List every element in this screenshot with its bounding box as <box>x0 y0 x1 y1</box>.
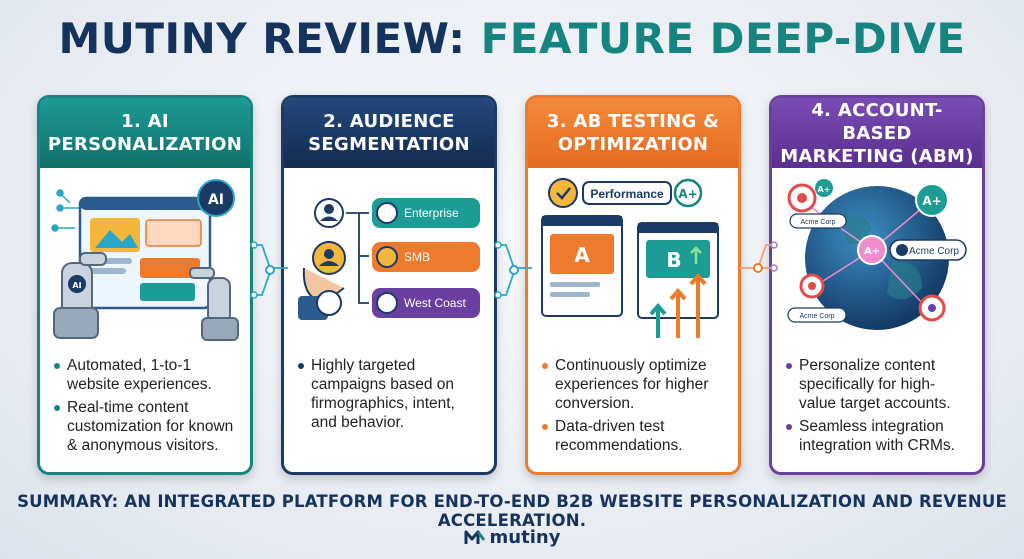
ai-badge-label: AI <box>208 192 224 208</box>
card-heading: 3. AB TESTING & OPTIMIZATION <box>528 98 738 168</box>
account-label: Acme Corp <box>800 219 835 226</box>
connector-2-3 <box>494 241 532 299</box>
title-part-1: MUTINY REVIEW: <box>58 14 466 63</box>
page-title: MUTINY REVIEW: FEATURE DEEP-DIVE <box>0 14 1024 63</box>
target-account-pin: A+ <box>857 235 887 265</box>
account-tag-main: Acme Corp <box>889 239 967 261</box>
grade-badge-icon: A+ <box>673 178 703 208</box>
card-bullets: Continuously optimize experiences for hi… <box>528 356 738 455</box>
ai-personalization-illustration: AI AI <box>40 168 250 348</box>
grade-badge-icon: A+ <box>915 183 949 217</box>
hand-holding-user-icon <box>298 241 346 320</box>
bullet: Data-driven test recommendations. <box>542 417 726 455</box>
bullet: Highly targeted campaigns based on firmo… <box>298 356 482 432</box>
target-icon <box>918 294 946 322</box>
audience-segmentation-illustration: Enterprise SMB West Coast <box>284 168 494 348</box>
brand-footer: mutiny <box>0 527 1024 548</box>
bullet: Continuously optimize experiences for hi… <box>542 356 726 413</box>
card-bullets: Automated, 1-to-1 website experiences. R… <box>40 356 250 455</box>
ab-testing-illustration: Performance A+ A B <box>528 168 738 348</box>
feature-card-audience-segmentation: 2. AUDIENCE SEGMENTATION <box>281 95 497 475</box>
card-heading: 1. AI PERSONALIZATION <box>40 98 250 168</box>
card-bullets: Personalize content specifically for hig… <box>772 356 982 455</box>
connector-3-4 <box>740 241 778 273</box>
ai-badge-icon: AI <box>197 179 235 217</box>
user-icon <box>376 292 398 314</box>
robot-hand-label: AI <box>72 281 81 290</box>
target-icon <box>787 183 817 213</box>
segment-label: Enterprise <box>404 206 459 220</box>
grade-label: A+ <box>818 185 831 194</box>
robot-hand-icon: AI <box>53 252 107 339</box>
card-heading: 4. ACCOUNT-BASED MARKETING (ABM) <box>772 98 982 168</box>
user-icon <box>376 246 398 268</box>
connector-1-2 <box>250 241 288 299</box>
browser-window-icon <box>78 196 212 310</box>
abm-illustration: A+ Acme Corp A+ A+ Acme Corp <box>772 168 982 348</box>
account-label: Acme Corp <box>799 313 834 320</box>
segment-enterprise: Enterprise <box>372 198 480 228</box>
performance-tag: Performance <box>582 181 672 205</box>
account-label: Acme Corp <box>909 246 959 257</box>
card-bullets: Highly targeted campaigns based on firmo… <box>284 356 494 432</box>
feature-card-ai-personalization: 1. AI PERSONALIZATION <box>37 95 253 475</box>
card-heading: 2. AUDIENCE SEGMENTATION <box>284 98 494 168</box>
feature-card-ab-testing: 3. AB TESTING & OPTIMIZATION Performance… <box>525 95 741 475</box>
segment-label: SMB <box>404 250 431 264</box>
bullet: Seamless integration integration with CR… <box>786 417 970 455</box>
feature-card-abm: 4. ACCOUNT-BASED MARKETING (ABM) <box>769 95 985 475</box>
variant-a-window-icon: A <box>541 215 623 317</box>
grade-label: A+ <box>864 246 880 257</box>
variant-b-label: B <box>666 248 681 272</box>
segment-smb: SMB <box>372 242 480 272</box>
user-icon <box>376 202 398 224</box>
target-icon <box>799 273 825 299</box>
brand-name: mutiny <box>489 527 561 548</box>
account-tag: Acme Corp <box>787 307 847 323</box>
bullet: Personalize content specifically for hig… <box>786 356 970 413</box>
variant-a-label: A <box>574 243 590 267</box>
bullet: Automated, 1-to-1 website experiences. <box>54 356 238 394</box>
award-badge-icon <box>548 178 578 208</box>
user-avatar-icon <box>316 290 342 316</box>
segment-west-coast: West Coast <box>372 288 480 318</box>
robot-finger-icon <box>189 267 239 341</box>
bullet: Real-time content customization for know… <box>54 398 238 455</box>
account-tag: Acme Corp <box>789 213 847 229</box>
mutiny-logo-icon <box>464 530 485 544</box>
grade-badge-icon: A+ <box>815 179 833 197</box>
user-avatar-icon <box>314 198 344 228</box>
growth-arrows-icon <box>649 272 707 338</box>
title-part-2: FEATURE DEEP-DIVE <box>480 14 966 63</box>
summary-text: SUMMARY: AN INTEGRATED PLATFORM FOR END-… <box>17 492 1007 530</box>
segment-label: West Coast <box>404 296 466 310</box>
grade-label: A+ <box>678 187 697 201</box>
branch-arrows-icon <box>346 212 369 304</box>
grade-label: A+ <box>922 194 941 208</box>
performance-label: Performance <box>590 187 664 201</box>
